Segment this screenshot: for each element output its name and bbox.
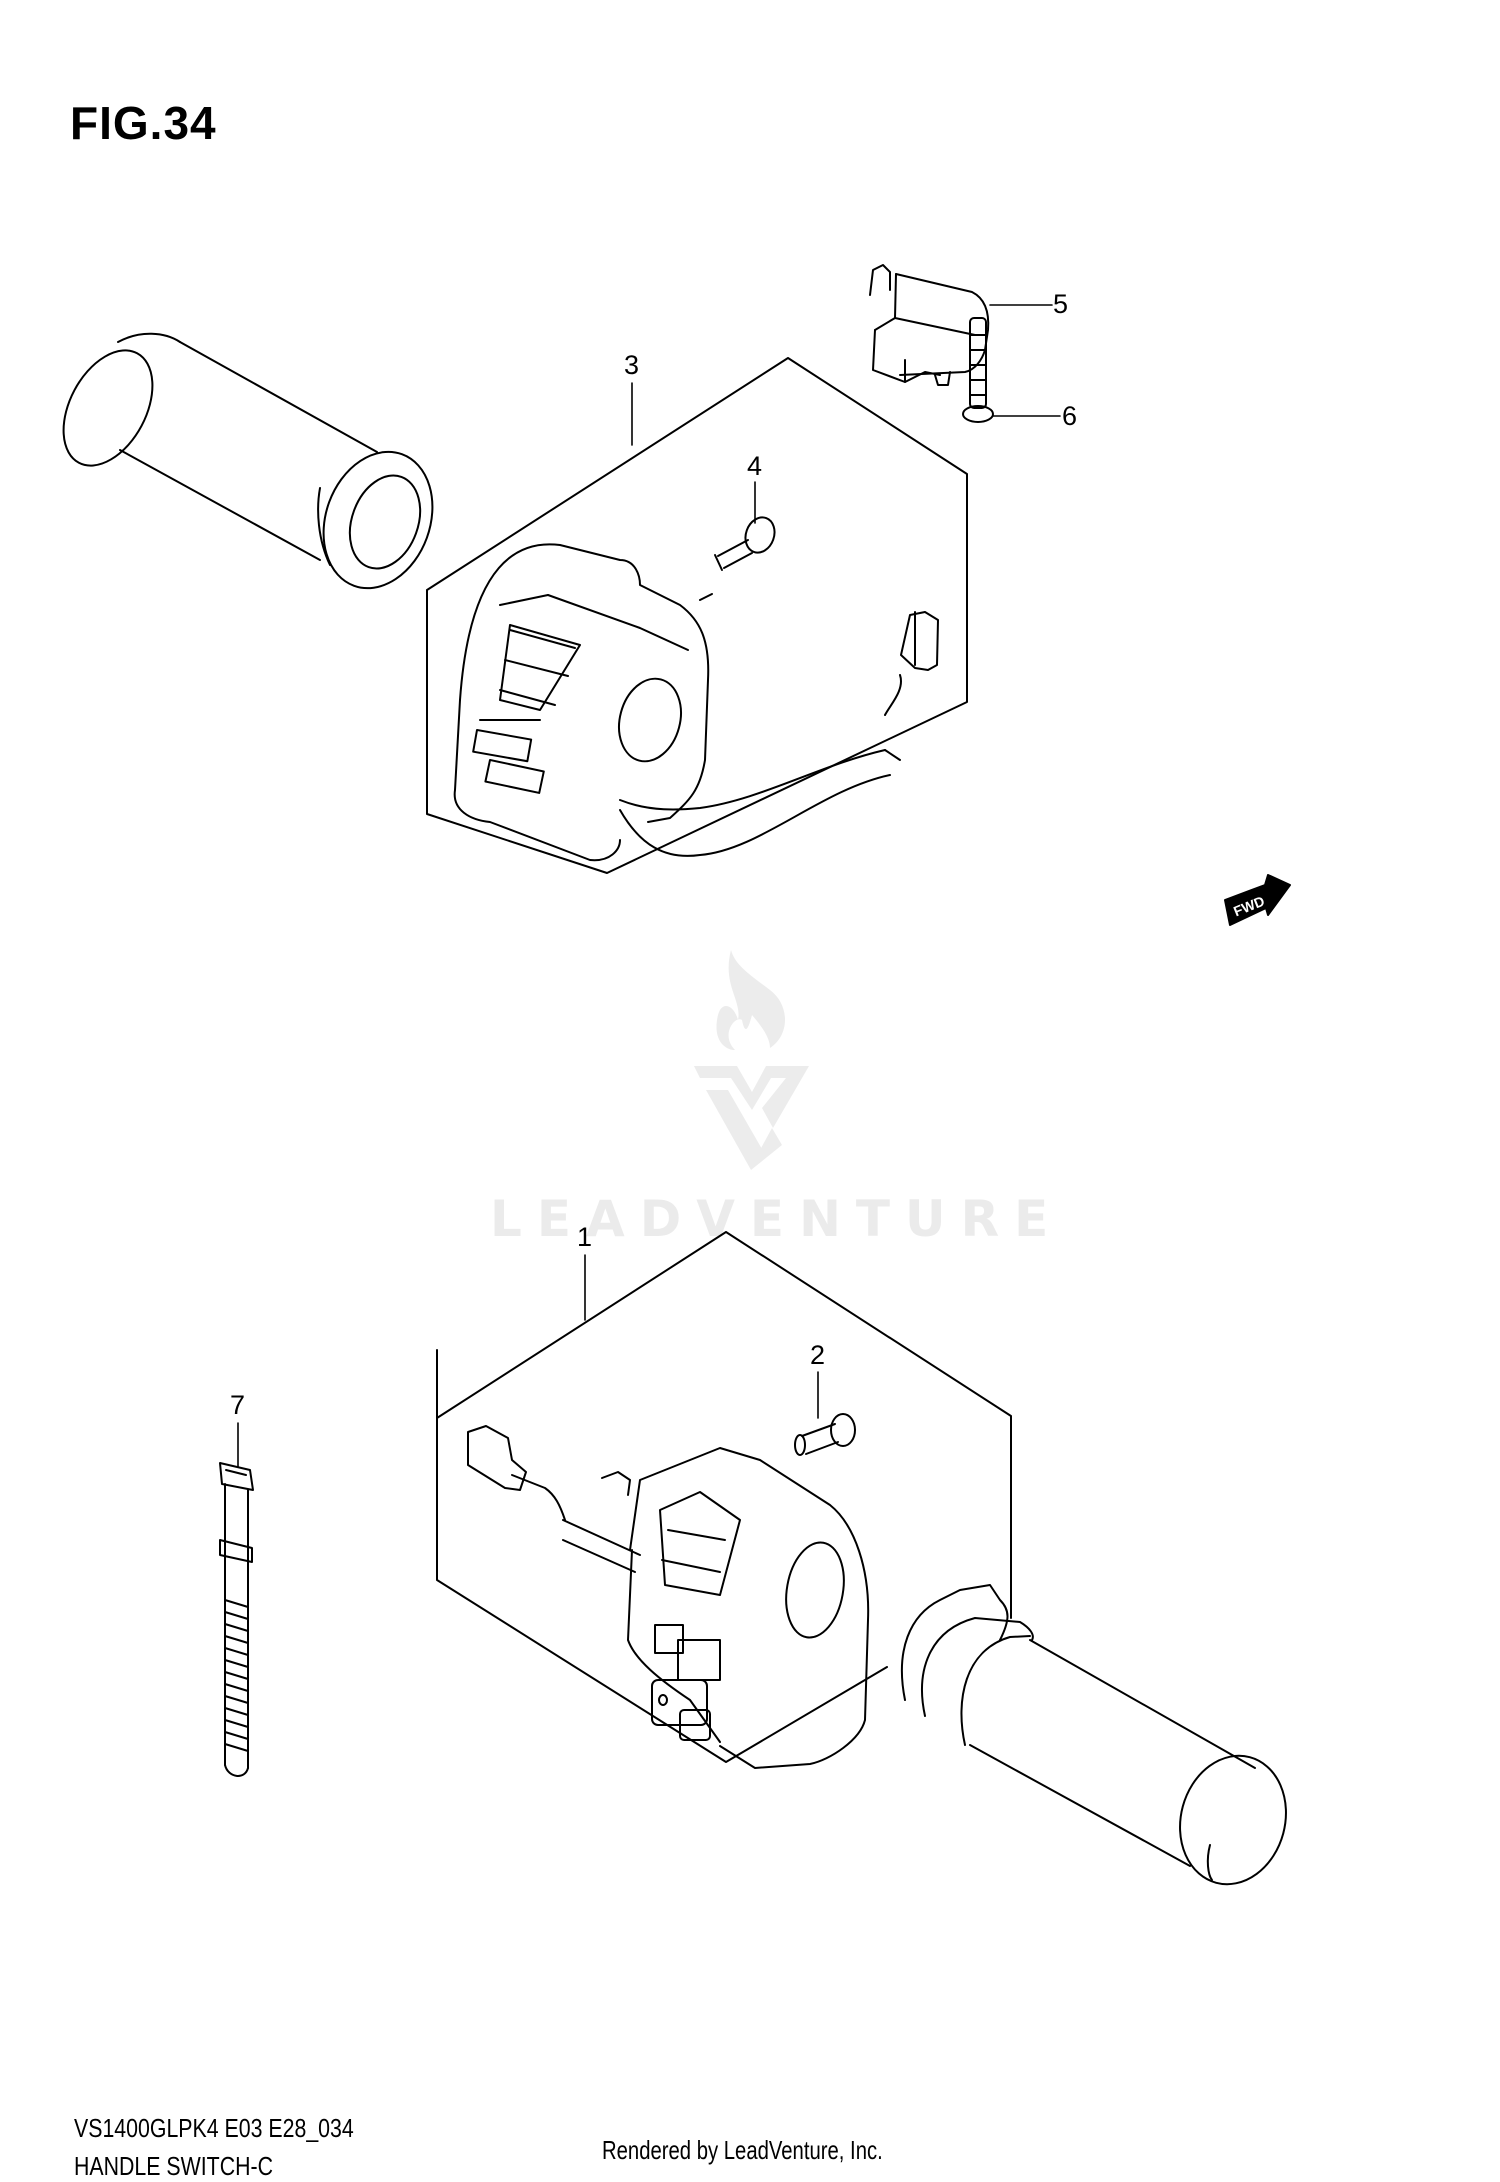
callout-3: 3 bbox=[624, 350, 640, 380]
callout-1: 1 bbox=[577, 1222, 593, 1252]
callout-6: 6 bbox=[1062, 401, 1078, 431]
callout-4: 4 bbox=[747, 451, 763, 481]
fwd-direction-arrow-icon bbox=[1224, 874, 1291, 926]
left-handle-switch-icon[interactable] bbox=[453, 543, 901, 862]
right-handle-switch-icon[interactable] bbox=[562, 1447, 870, 1769]
callout-leader-lines bbox=[237, 304, 1061, 1468]
callout-2: 2 bbox=[810, 1340, 826, 1370]
callout-7: 7 bbox=[230, 1390, 246, 1420]
screw-4-icon[interactable] bbox=[699, 513, 779, 601]
figure-title: FIG.34 bbox=[70, 97, 217, 149]
right-switch-connector-icon[interactable] bbox=[467, 1425, 631, 1521]
figure-name: HANDLE SWITCH-C bbox=[74, 2151, 273, 2181]
left-grip-icon[interactable] bbox=[45, 332, 450, 604]
assembly-box-1 bbox=[436, 1231, 1012, 1763]
callout-5: 5 bbox=[1053, 289, 1069, 319]
right-grip-icon[interactable] bbox=[901, 1584, 1300, 1896]
screw-2-icon[interactable] bbox=[794, 1413, 856, 1456]
rendered-by-credit: Rendered by LeadVenture, Inc. bbox=[602, 2135, 883, 2165]
left-switch-connector-icon[interactable] bbox=[884, 611, 939, 716]
model-code: VS1400GLPK4 E03 E28_034 bbox=[74, 2113, 354, 2143]
assembly-box-3 bbox=[426, 357, 968, 874]
watermark-text: LEADVENTURE bbox=[490, 1190, 1064, 1248]
cable-tie-icon[interactable] bbox=[219, 1462, 254, 1777]
screw-6-icon[interactable] bbox=[962, 317, 994, 423]
